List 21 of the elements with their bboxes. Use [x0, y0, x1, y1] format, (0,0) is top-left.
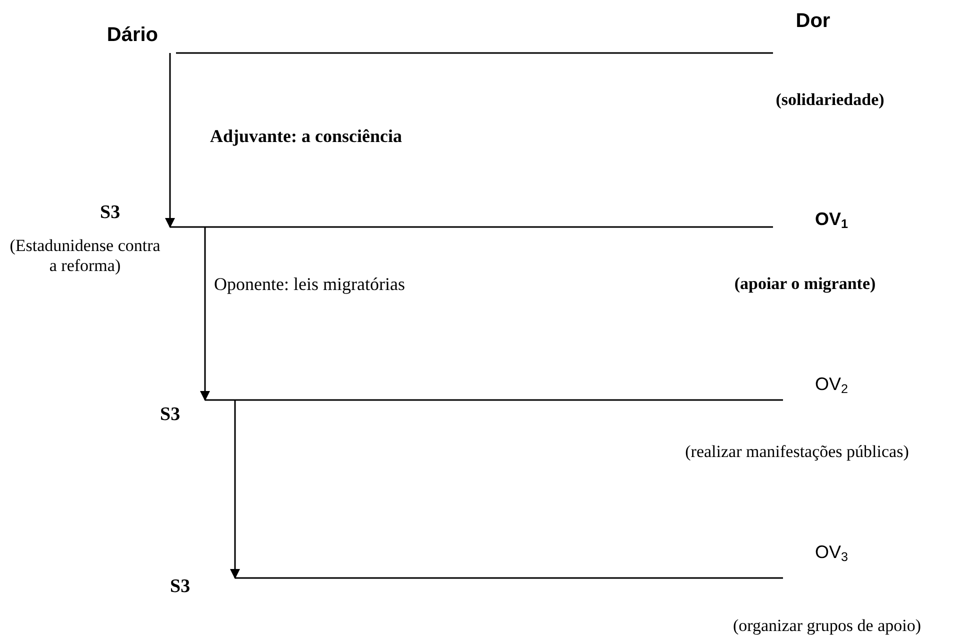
note-text: (Estadunidense contra a reforma) — [8, 236, 162, 277]
edge-label: Adjuvante: a consciência — [208, 126, 404, 147]
node-label: Dor — [773, 10, 853, 55]
node-label: S3 — [160, 394, 245, 426]
note-text: (apoiar o migrante) — [733, 274, 877, 294]
node-label: S3 — [100, 200, 210, 227]
arrow — [165, 53, 175, 228]
note-text: (organizar grupos de apoio) — [732, 616, 922, 636]
connector-line — [170, 226, 773, 228]
node-label: OV$_{1}$ — [773, 208, 848, 234]
connector-line — [205, 399, 783, 401]
connector-line — [235, 577, 783, 579]
arrow — [230, 400, 240, 579]
node-label: S3 — [170, 578, 240, 596]
node-label: OV$_{3}$ — [783, 543, 848, 583]
node-label: Dário — [70, 24, 180, 60]
arrow — [200, 227, 210, 401]
note-text: (realizar manifestações públicas) — [684, 442, 910, 462]
node-label: OV$_{2}$ — [783, 375, 848, 403]
connector-line — [176, 52, 773, 54]
note-text: (solidariedade) — [774, 90, 886, 110]
